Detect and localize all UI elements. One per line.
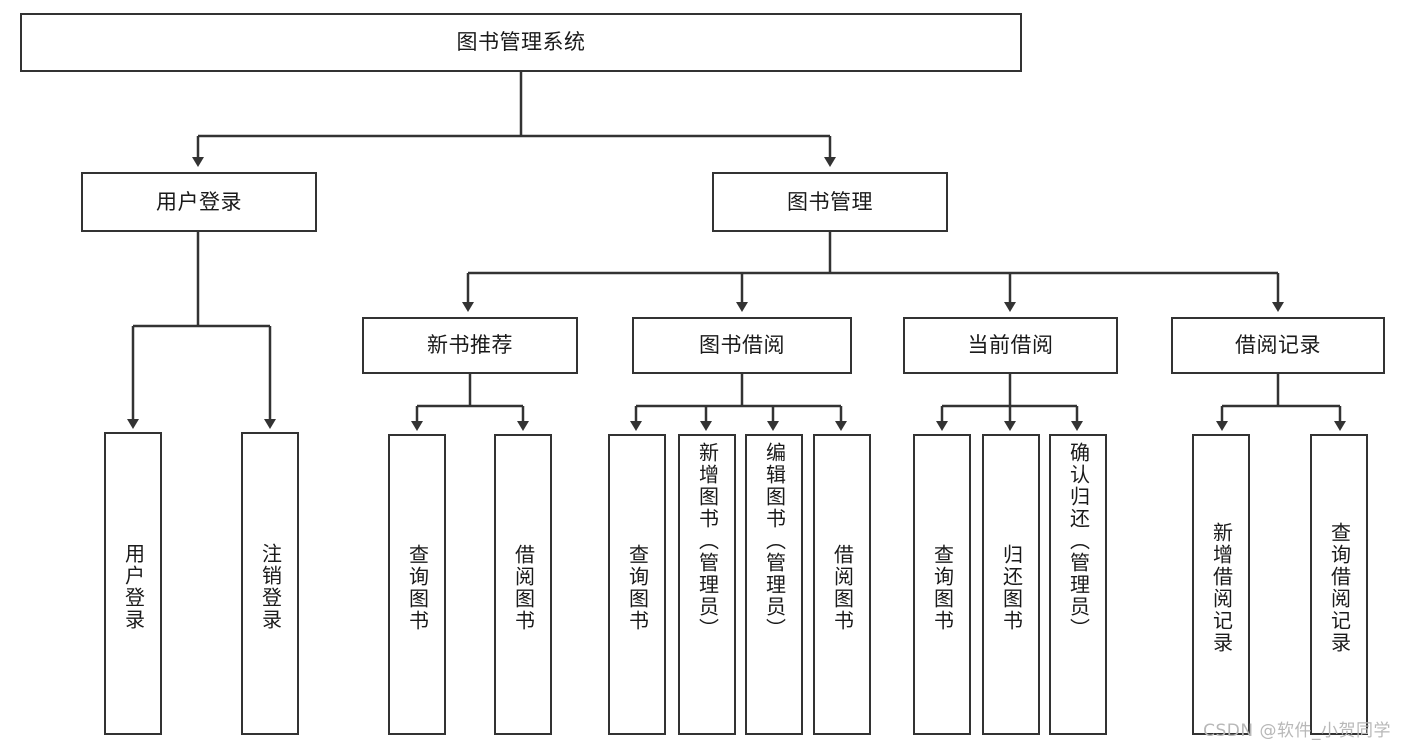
node-borrow-record[interactable]: 借阅记录 [1171,317,1385,374]
leaf-query-book-recommend[interactable]: 查询图书 [388,434,446,735]
leaf-borrow-book-recommend[interactable]: 借阅图书 [494,434,552,735]
leaf-confirm-return-admin-label: 确认归还（管理员） [1066,442,1091,640]
node-new-book-recommend[interactable]: 新书推荐 [362,317,578,374]
node-current-borrow[interactable]: 当前借阅 [903,317,1118,374]
leaf-query-book-current[interactable]: 查询图书 [913,434,971,735]
leaf-edit-book-admin[interactable]: 编辑图书（管理员） [745,434,803,735]
node-book-management[interactable]: 图书管理 [712,172,948,232]
leaf-user-login-label: 用户登录 [121,542,146,631]
leaf-query-book-borrow-label: 查询图书 [625,543,650,632]
leaf-borrow-book[interactable]: 借阅图书 [813,434,871,735]
node-new-book-recommend-label: 新书推荐 [427,333,513,358]
leaf-query-borrow-record-label: 查询借阅记录 [1327,521,1352,654]
leaf-edit-book-admin-label: 编辑图书（管理员） [762,442,787,640]
node-book-borrow[interactable]: 图书借阅 [632,317,852,374]
leaf-query-book-recommend-label: 查询图书 [405,543,430,632]
leaf-confirm-return-admin[interactable]: 确认归还（管理员） [1049,434,1107,735]
node-user-login[interactable]: 用户登录 [81,172,317,232]
leaf-query-borrow-record[interactable]: 查询借阅记录 [1310,434,1368,735]
leaf-add-borrow-record[interactable]: 新增借阅记录 [1192,434,1250,735]
leaf-add-book-admin[interactable]: 新增图书（管理员） [678,434,736,735]
leaf-user-login[interactable]: 用户登录 [104,432,162,735]
node-book-borrow-label: 图书借阅 [699,333,785,358]
node-borrow-record-label: 借阅记录 [1235,333,1321,358]
leaf-add-borrow-record-label: 新增借阅记录 [1209,521,1234,654]
leaf-borrow-book-label: 借阅图书 [830,543,855,632]
leaf-borrow-book-recommend-label: 借阅图书 [511,543,536,632]
node-root[interactable]: 图书管理系统 [20,13,1022,72]
leaf-query-book-current-label: 查询图书 [930,543,955,632]
leaf-add-book-admin-label: 新增图书（管理员） [695,442,720,640]
node-root-label: 图书管理系统 [456,30,586,55]
node-book-management-label: 图书管理 [787,189,873,214]
leaf-query-book-borrow[interactable]: 查询图书 [608,434,666,735]
leaf-logout[interactable]: 注销登录 [241,432,299,735]
leaf-logout-label: 注销登录 [258,542,283,631]
node-current-borrow-label: 当前借阅 [967,333,1054,358]
node-user-login-label: 用户登录 [156,189,242,214]
leaf-return-book-label: 归还图书 [999,543,1024,632]
leaf-return-book[interactable]: 归还图书 [982,434,1040,735]
